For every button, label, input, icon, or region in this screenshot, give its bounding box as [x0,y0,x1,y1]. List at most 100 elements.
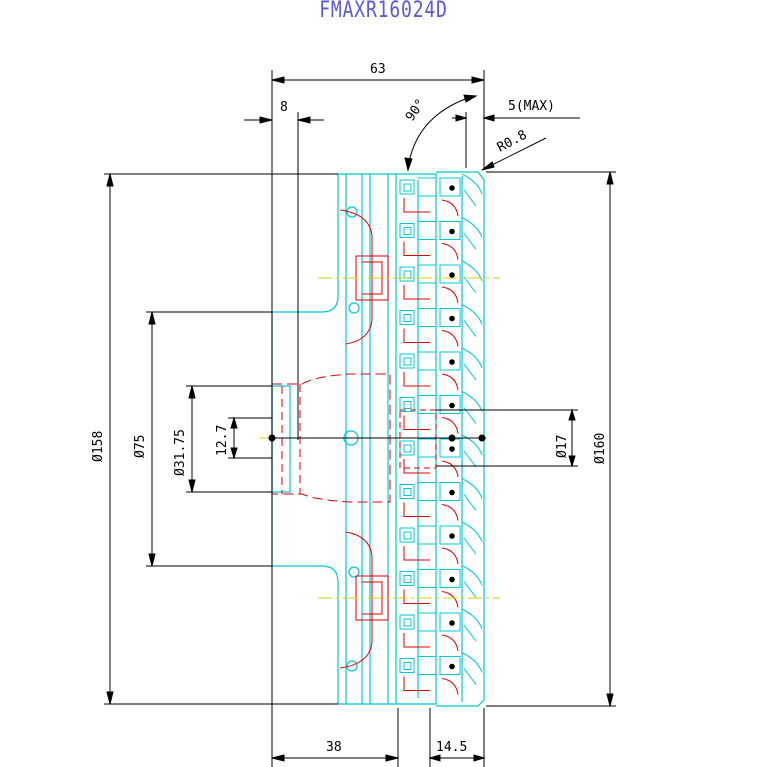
pocket-seat-inner [403,444,412,453]
hidden-insert-curve [441,199,459,217]
hidden-pocket-line [403,415,430,430]
pocket-seat [399,179,415,195]
hidden-pocket-lines [403,198,459,695]
hidden-pocket-line [403,676,430,691]
insert-screw-dot [449,185,455,191]
dim-127-arrow-b [230,447,238,460]
insert-outline [439,612,461,632]
dim-5max-label: 5(MAX) [508,99,555,114]
hidden-pocket-line [403,198,430,213]
dim-8-arrow-r [297,116,311,124]
dim-75-arrow-t [148,311,156,325]
dim-5max-arrow-l [455,114,468,122]
pocket-edge [418,482,436,501]
insert-chip-curve [461,434,483,456]
hidden-insert-curve [441,417,459,434]
dim-145-arrow-l [428,754,441,762]
flange-outline [346,173,397,705]
insert-relief [463,320,477,337]
insert-outline [439,482,461,501]
dim-8-label: 8 [280,100,288,115]
dim-158-label: Ø158 [91,431,106,462]
pocket-edge [418,525,436,545]
dim-90-arrow-b [404,157,413,172]
pocket-seat-inner [403,401,412,409]
pocket-seat-inner [403,531,412,540]
insert-screw-dot [449,576,455,583]
pocket-edge [418,656,436,675]
insert-chip-curve [461,347,483,369]
insert-outline [439,308,461,327]
hidden-lines [272,209,437,669]
pocket-edge [418,612,436,632]
dim-160-label: Ø160 [593,433,608,464]
hidden-insert-curve [441,286,459,304]
hidden-insert-curve [441,330,459,347]
dim-145-label: 14.5 [436,740,467,755]
dim-17-arrow-b [568,455,576,468]
insert-screw-dot [449,315,455,322]
insert-outline [439,177,461,197]
hidden-pocket-line [403,372,430,387]
insert-relief [463,450,477,468]
insert-chip-curve [461,260,483,282]
bottom-hole [346,660,358,672]
dim-75-label: Ø75 [133,435,148,458]
pocket-edge [418,177,436,197]
hidden-insert-curve [441,634,459,652]
hidden-pocket-line [403,633,430,648]
top-hole [346,206,358,218]
insert-outline [439,221,461,240]
pocket-seat-inner [403,270,412,279]
dimension-labels: 63 8 90° 5(MAX) R0.8 Ø158 Ø75 Ø31.75 12.… [91,62,608,755]
dim-5max-arrow-r [482,114,495,122]
pocket-seat [399,484,415,499]
insert-chip-curve [461,173,483,195]
pocket-seat-inner [403,227,412,235]
pocket-edge [418,438,436,458]
dim-127-arrow-t [230,416,238,429]
dim-8-arrow-l [259,116,273,124]
hidden-insert-curve [441,591,459,608]
hidden-center-slot [399,409,437,469]
insert-outline [439,656,461,675]
hidden-pocket-line [403,459,430,474]
insert-screws [449,185,455,670]
hidden-pocket-line [403,241,430,256]
hidden-insert-curve [441,373,459,391]
insert-chip-curve [461,217,483,238]
pocket-edge [418,395,436,414]
pocket-edge [418,221,436,240]
pocket-edge [418,351,436,371]
pocket-seat [399,310,415,325]
insert-screw-dot [449,446,455,452]
hidden-insert-curve [441,504,459,521]
insert-relief [463,668,477,685]
dim-3175-arrow-t [188,385,196,399]
dim-38-label: 38 [326,740,342,755]
dim-90-arrow-t [463,94,478,103]
pocket-seat [399,266,415,282]
insert-chip-curve [461,478,483,499]
hidden-pocket-line [403,502,430,517]
hidden-insert-curve [441,547,459,565]
insert-relief [463,581,477,598]
dim-3175-label: Ø31.75 [173,429,188,476]
insert-chip-curve [461,304,483,325]
insert-relief [463,276,477,294]
hidden-pocket-line [403,285,430,300]
dimension-lines [104,70,616,767]
pocket-seat [399,223,415,238]
top-screw [348,302,360,314]
hidden-insert-curve [441,243,459,260]
dim-75-arrow-b [148,553,156,567]
drawing-title: FMAXR16024D [319,0,448,23]
insert-relief [463,189,477,207]
dim-160-arrow-t [606,171,614,185]
pocket-seat [399,527,415,543]
insert-screw-dot [449,663,455,670]
hub-outline [271,173,347,705]
dim-127-label: 12.7 [215,425,230,456]
insert-outline [439,351,461,371]
